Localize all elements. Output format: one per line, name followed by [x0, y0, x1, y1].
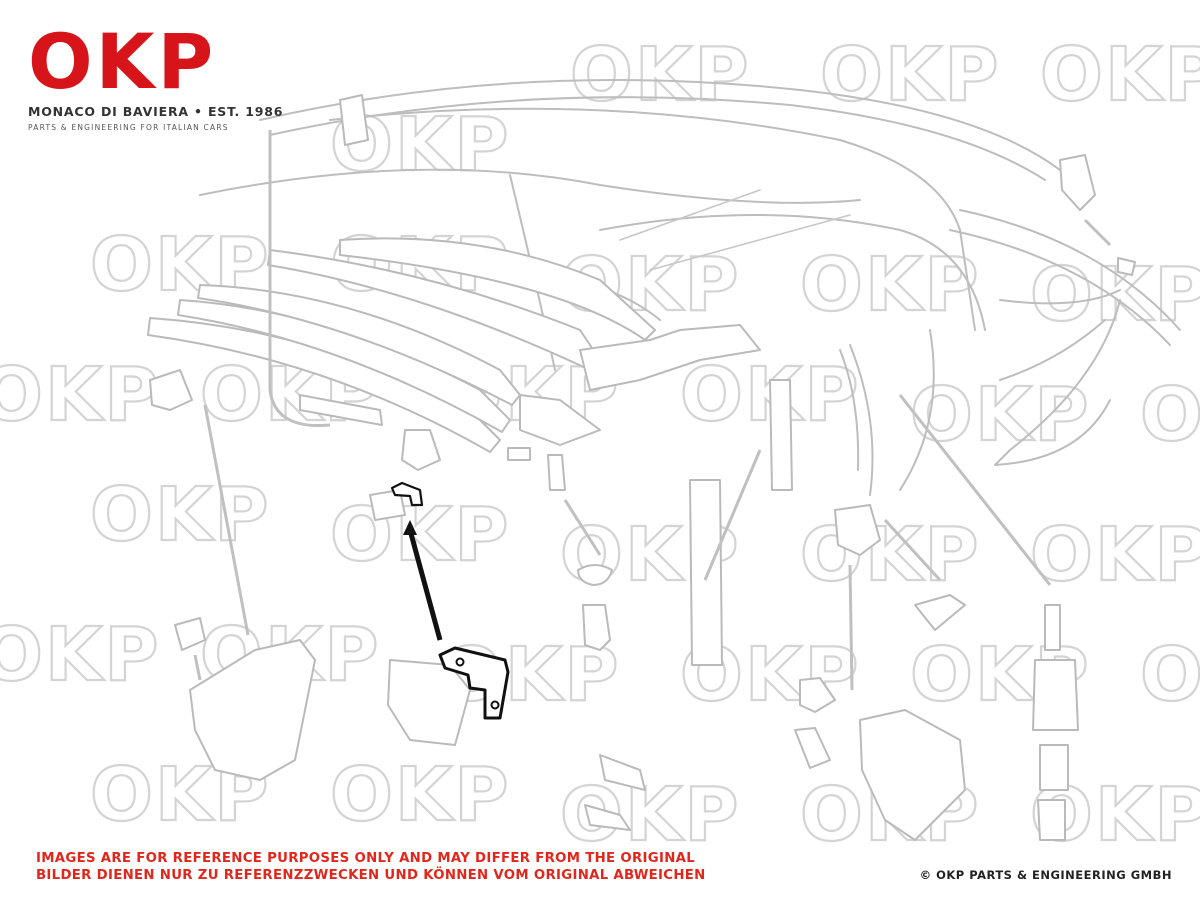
okp-watermark: OKP: [910, 372, 1091, 458]
okp-watermark: OKP: [570, 32, 751, 118]
okp-logo: OKP MONACO DI BAVIERA • EST. 1986 PARTS …: [28, 17, 318, 133]
highlighted-bracket-part: [390, 481, 510, 720]
copyright-notice: © OKP PARTS & ENGINEERING GMBH: [919, 868, 1172, 882]
okp-watermark: OKP: [1140, 632, 1200, 718]
logo-tagline: PARTS & ENGINEERING FOR ITALIAN CARS: [28, 123, 229, 132]
okp-watermark: OKP: [0, 612, 161, 698]
guide-arrows: [193, 130, 1112, 691]
soft-top-frame: [147, 79, 1181, 841]
okp-watermark: OKP: [90, 472, 271, 558]
okp-watermark: OKP: [330, 752, 511, 838]
okp-watermark: OKP: [800, 242, 981, 328]
logo-wordmark: OKP: [28, 17, 217, 106]
okp-watermark: OKP: [1040, 32, 1200, 118]
disclaimer-english: IMAGES ARE FOR REFERENCE PURPOSES ONLY A…: [36, 851, 696, 866]
disclaimer: IMAGES ARE FOR REFERENCE PURPOSES ONLY A…: [36, 850, 706, 884]
okp-watermark: OKP: [680, 352, 861, 438]
logo-location-line: MONACO DI BAVIERA • EST. 1986: [28, 104, 284, 119]
okp-watermark: OKP: [1030, 512, 1200, 598]
okp-watermark: OKP: [0, 352, 161, 438]
okp-watermark-layer: OKPOKPOKPOKPOKPOKPOKPOKPOKPOKPOKPOKPOKPO…: [0, 31, 1200, 859]
disclaimer-german: BILDER DIENEN NUR ZU REFERENZZWECKEN UND…: [36, 868, 706, 883]
okp-watermark: OKP: [820, 32, 1001, 118]
okp-watermark: OKP: [1140, 372, 1200, 458]
